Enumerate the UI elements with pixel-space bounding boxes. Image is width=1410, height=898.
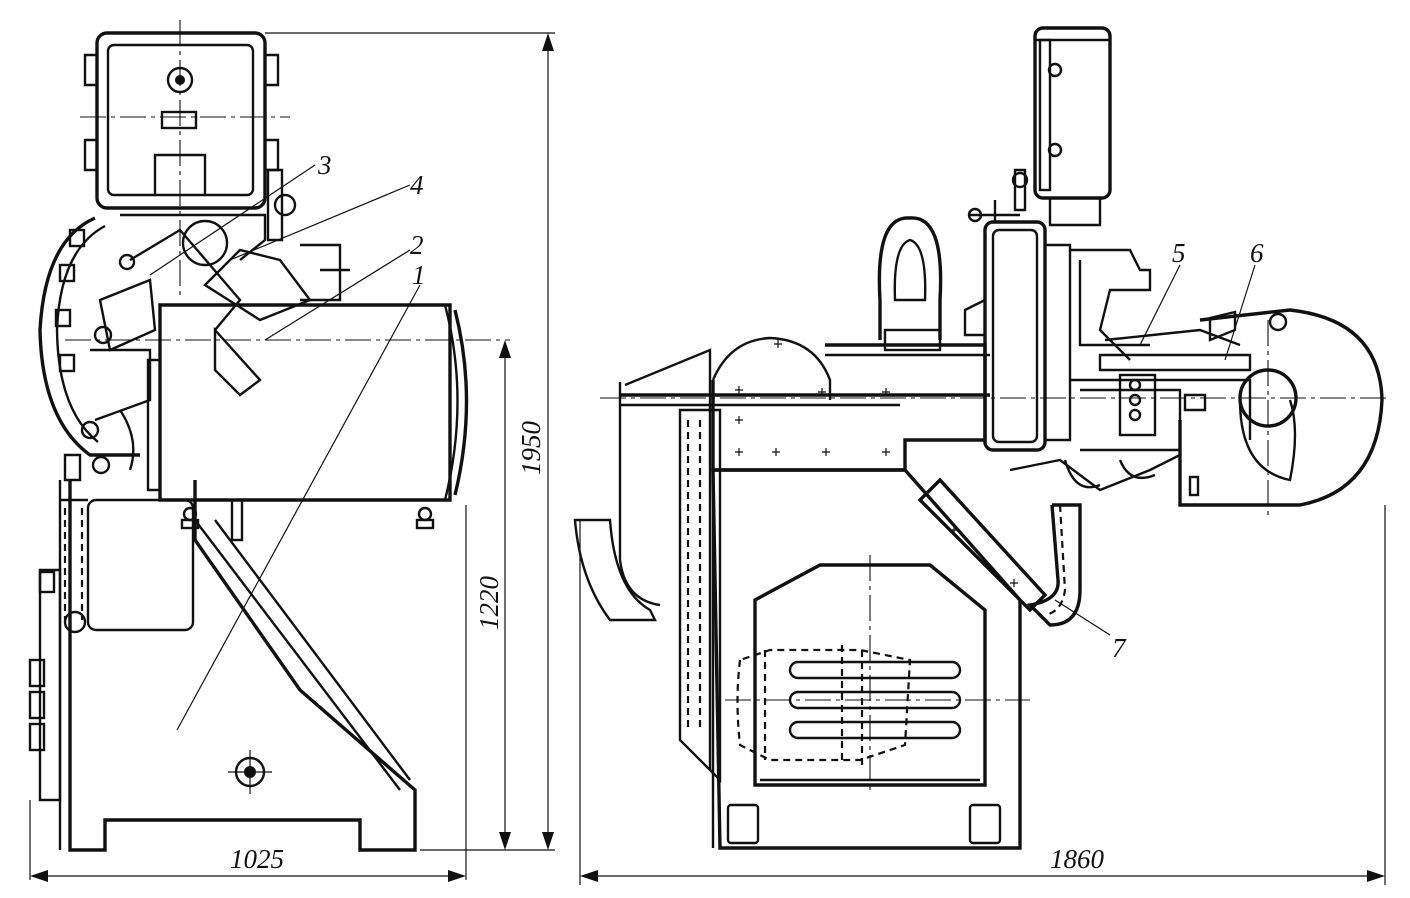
callout-2: 2 <box>410 230 424 260</box>
callout-1: 1 <box>412 260 426 290</box>
callout-5: 5 <box>1172 238 1186 268</box>
dimension-axis-height: 1220 <box>474 576 504 630</box>
callout-7: 7 <box>1112 633 1126 663</box>
front-view <box>28 20 555 882</box>
callout-6: 6 <box>1250 238 1264 268</box>
callout-3: 3 <box>318 150 332 180</box>
dimension-front-width: 1025 <box>230 844 284 874</box>
dimension-side-length: 1860 <box>1050 844 1104 874</box>
side-view <box>573 26 1390 885</box>
dimension-front-height: 1950 <box>516 421 546 475</box>
callout-4: 4 <box>410 170 424 200</box>
